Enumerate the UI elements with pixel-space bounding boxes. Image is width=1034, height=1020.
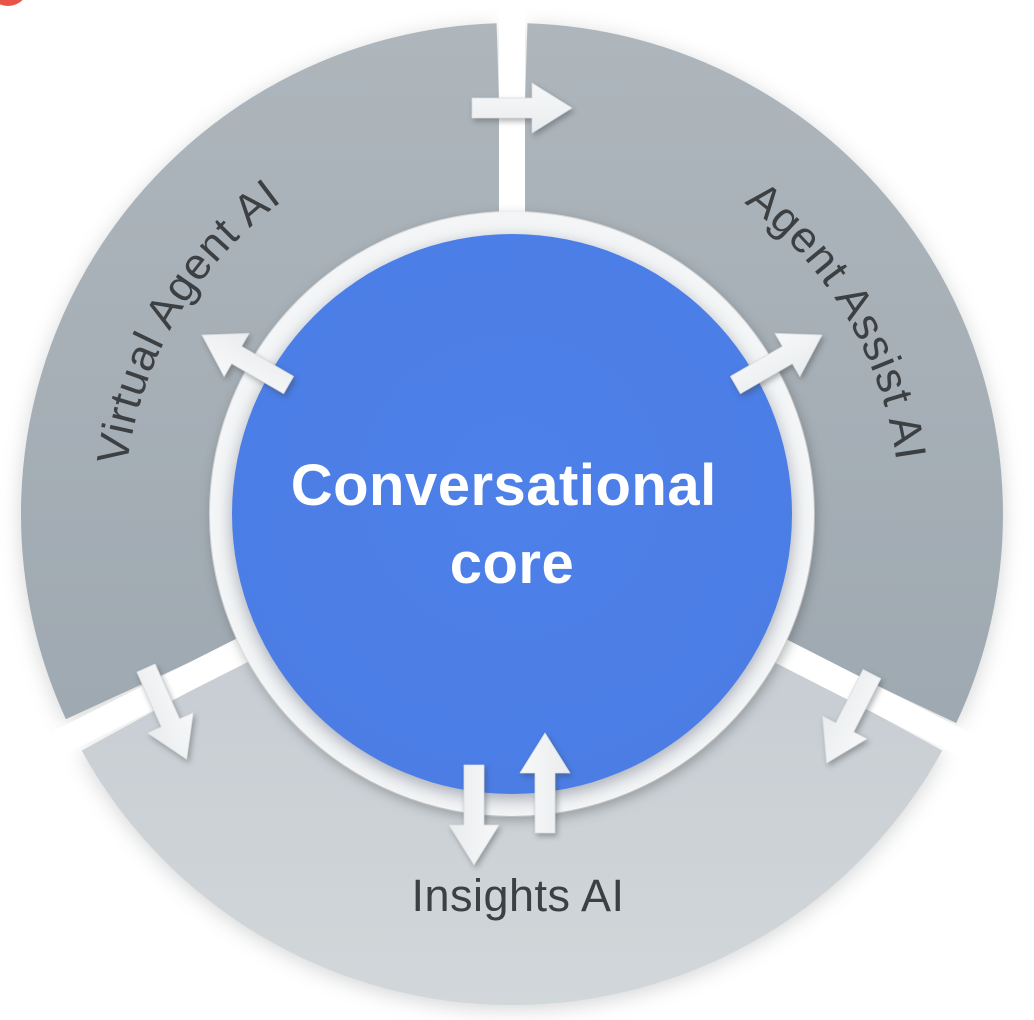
- corner-red-dot-fragment: [0, 0, 23, 6]
- core-label: Conversational core: [291, 453, 734, 596]
- segment-insights-ai: [81, 658, 943, 1006]
- segment-agent-assist-ai: [520, 23, 1003, 723]
- core-circle: [232, 234, 792, 794]
- outer-ring: [21, 23, 1003, 1006]
- segment-virtual-agent-ai: [21, 23, 504, 720]
- core-label-line2: core: [450, 531, 575, 596]
- core-label-line1: Conversational: [291, 453, 717, 518]
- segment-label-insights-ai: Insights AI: [411, 870, 624, 921]
